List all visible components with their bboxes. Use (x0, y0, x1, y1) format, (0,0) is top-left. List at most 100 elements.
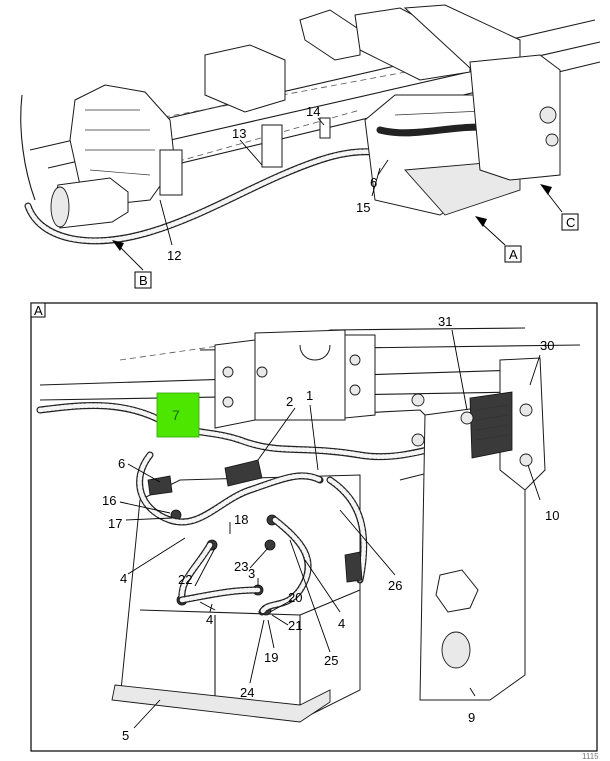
callout-23: 23 (234, 559, 248, 574)
leader-19 (267, 619, 275, 649)
view-letter-a-box (504, 245, 522, 263)
arrow-c-head (540, 184, 552, 195)
pdm-knob (539, 106, 557, 124)
leader-4b (199, 601, 216, 611)
overview-view: 12 13 14 15 6 B A C (20, 4, 601, 289)
callout-12: 12 (167, 248, 181, 263)
crossmember-mid (204, 44, 286, 113)
pdm-fuse-lines (475, 404, 509, 441)
leader-1 (309, 404, 319, 471)
view-letter-a: A (509, 247, 518, 262)
callout-30: 30 (540, 338, 554, 353)
leader-16 (119, 501, 171, 514)
figure-id: 1115 (582, 752, 599, 761)
battery-top-edge (299, 589, 361, 616)
leader-15 (371, 167, 381, 197)
detail-label-box (30, 302, 46, 318)
battery-tray-lip (111, 684, 331, 723)
leader-9 (469, 687, 476, 697)
callout-4a: 4 (120, 571, 127, 586)
crossmember-rear (299, 9, 361, 61)
callout-25: 25 (324, 653, 338, 668)
pdm-fuse-block (469, 391, 513, 459)
callout-10: 10 (545, 508, 559, 523)
callout-31: 31 (438, 314, 452, 329)
leader-24 (249, 619, 265, 684)
leader-6 (127, 463, 161, 483)
view-letter-c: C (566, 215, 575, 230)
view-letter-c-box (561, 213, 579, 231)
callout-6-overview: 6 (370, 175, 377, 190)
detail-harness-loop-sleeve (137, 452, 323, 525)
callout-9: 9 (468, 710, 475, 725)
arrow-b-line (117, 244, 144, 271)
detail-harness-right-sleeve (259, 517, 311, 615)
bolt-1 (222, 366, 234, 378)
leader-13 (239, 139, 263, 166)
pdm-cap (545, 133, 559, 147)
relay-1 (224, 459, 263, 487)
callout-26: 26 (388, 578, 402, 593)
leader-4c (304, 559, 341, 613)
callout-6: 6 (118, 456, 125, 471)
callout-4c: 4 (338, 616, 345, 631)
leader-30 (529, 354, 541, 386)
bolt-3 (256, 366, 268, 378)
detail-harness-left-drop-sleeve (179, 542, 213, 603)
bolt-5 (349, 384, 361, 396)
detail-arch (299, 344, 331, 361)
detail-harness-far-sleeve (327, 477, 367, 583)
pdm-bolt-top (519, 403, 533, 417)
leader-17 (125, 517, 173, 521)
bolt-4 (349, 354, 361, 366)
detail-hidden-line (119, 329, 331, 361)
bolt-2 (222, 396, 234, 408)
detail-crossmember (254, 329, 346, 421)
leader-21 (271, 614, 289, 626)
arrow-b-head (112, 240, 124, 251)
detail-bracket-1 (214, 339, 256, 429)
callout-20: 20 (288, 590, 302, 605)
connector-1 (147, 475, 173, 496)
view-letter-b: B (139, 273, 148, 288)
highlight-item-7 (156, 392, 200, 438)
arrow-a-head (475, 216, 487, 227)
connector-2 (344, 551, 363, 583)
leader-31 (451, 329, 468, 411)
callout-2: 2 (286, 394, 293, 409)
view-letter-b-box (134, 271, 152, 289)
leader-20 (269, 599, 293, 613)
callout-19: 19 (264, 650, 278, 665)
leader-12 (159, 199, 173, 246)
bracket-left (159, 149, 183, 196)
bracket-right (261, 124, 283, 168)
detail-view-a: A (30, 302, 598, 752)
leader-6-overview (377, 159, 389, 176)
callout-24: 24 (240, 685, 254, 700)
leader-23 (249, 547, 269, 569)
callout-15: 15 (356, 200, 370, 215)
crossmember-bracket (354, 7, 471, 81)
leader-25 (289, 539, 331, 653)
pdm-socket (435, 569, 479, 613)
bolt-7 (411, 433, 425, 447)
callout-17: 17 (108, 516, 122, 531)
detail-rail-4 (329, 327, 526, 331)
callout-1: 1 (306, 388, 313, 403)
highlight-item-7-label: 7 (172, 407, 180, 423)
leader-4a (127, 537, 186, 575)
callout-22: 22 (178, 572, 192, 587)
detail-bracket-2 (344, 334, 376, 419)
bolt-6 (411, 393, 425, 407)
clip-14 (319, 117, 331, 139)
detail-harness-bottom-sleeve (179, 587, 261, 603)
spring-hanger-rear (403, 4, 521, 69)
harness-overview-sleeve (25, 149, 388, 244)
terminal-4 (264, 539, 276, 551)
callout-13: 13 (232, 126, 246, 141)
pdm-cap-round (441, 631, 471, 669)
detail-label: A (34, 303, 43, 318)
leader-22 (194, 547, 216, 587)
engine-ribs (85, 109, 155, 176)
